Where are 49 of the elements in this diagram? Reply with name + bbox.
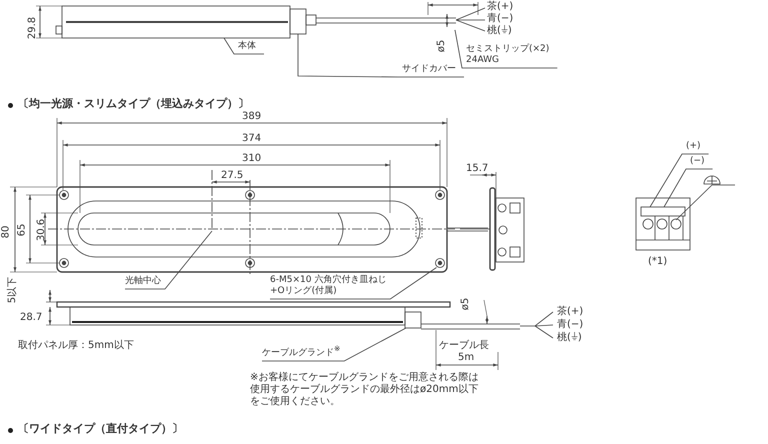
drawing-label: 茶(+)	[557, 306, 584, 318]
lamp-body	[62, 6, 290, 38]
callout-text: 本体	[238, 41, 256, 52]
dimension-value: 80	[0, 226, 12, 238]
dimension-value: 5以下	[7, 276, 20, 304]
callout-text: 光軸中心	[125, 276, 161, 287]
cable	[316, 8, 486, 32]
section-heading: 〔ワイドタイプ（直付タイプ）〕	[18, 423, 183, 435]
callout-text: 24AWG	[466, 55, 500, 66]
callout-text: +Oリング(付属)	[270, 286, 338, 297]
drawing-label: (*1)	[648, 256, 668, 268]
section-heading: 〔均一光源・スリムタイプ（埋込みタイプ）〕	[18, 98, 249, 110]
leader-line	[664, 168, 713, 208]
drawing-label: 28.7	[20, 312, 42, 324]
leader-line	[650, 154, 709, 208]
drawing-label: 桃(⏚)	[487, 25, 512, 37]
dimension-value: 65	[16, 224, 28, 236]
callout-text: セミストリップ(×2)	[466, 44, 550, 55]
drawing-label: ケーブル長	[439, 340, 489, 352]
callout-text: (+)	[686, 141, 701, 152]
callout-text: ケーブルグランド$^{※}$	[262, 343, 340, 359]
callout-text: サイドカバー	[402, 64, 456, 75]
side-cover	[290, 8, 306, 34]
drawing-label: 取付パネル厚：5mm以下	[18, 340, 134, 352]
leader-line	[454, 30, 558, 68]
drawing-label: 青(−)	[487, 13, 514, 24]
leader-line	[262, 328, 406, 362]
drawing-label: ※お客様にてケーブルグランドをご用意される際は使用するケーブルグランドの最外径はø20mm以下をご使用ください。	[250, 372, 480, 408]
dimension-value: 30.6	[36, 218, 48, 242]
drawing-label: 27.5	[221, 170, 244, 182]
screw-hole	[435, 258, 445, 268]
leader-line	[298, 34, 464, 78]
dimension-value: 29.8	[27, 16, 40, 40]
drawing-label: 310	[242, 153, 262, 165]
drawing-label: 青(−)	[557, 319, 584, 331]
callout-text: 6-M5×10 六角穴付き皿ねじ	[270, 275, 386, 286]
dimension-value: ø5	[460, 298, 472, 310]
drawing-label: 茶(+)	[487, 1, 514, 12]
drawing-label: 5m	[458, 352, 474, 364]
leader-line	[270, 267, 437, 300]
drawing-label: 桃(⏚)	[557, 332, 582, 344]
drawing-label: 15.7	[466, 163, 488, 175]
leader-line	[124, 230, 212, 290]
drawing-label: 374	[242, 133, 262, 145]
leader-line	[224, 38, 264, 54]
callout-text: (−)	[690, 156, 705, 167]
cable-gland	[404, 312, 422, 328]
dimension-value: ø5	[436, 40, 448, 52]
drawing-label: 389	[242, 111, 262, 123]
